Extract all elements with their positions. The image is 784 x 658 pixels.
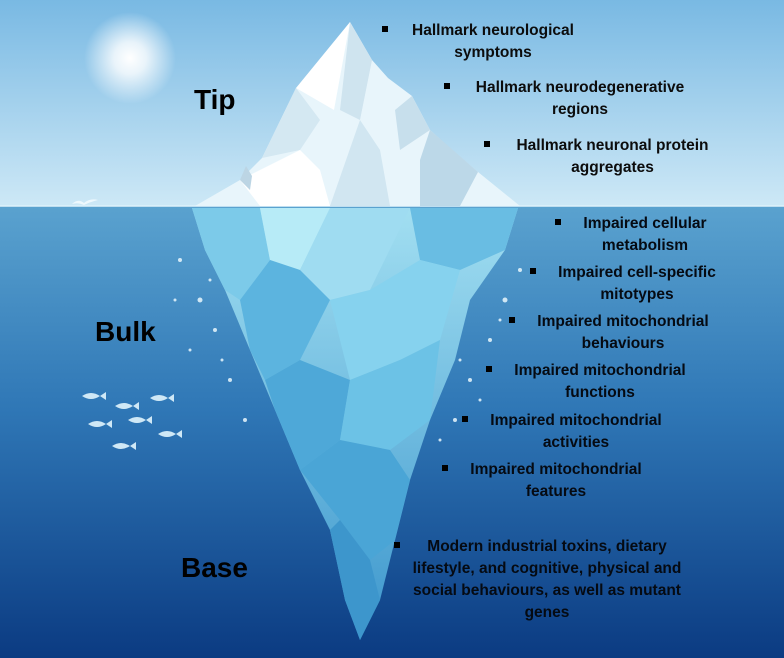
tip-item: Hallmark neurological symptoms xyxy=(408,20,578,64)
bullet-marker xyxy=(530,268,536,274)
bulk-item: Impaired mitochondrial behaviours xyxy=(533,311,713,355)
bullet-marker xyxy=(555,219,561,225)
section-label-base: Base xyxy=(181,552,248,584)
bullet-marker xyxy=(394,542,400,548)
bullet-marker xyxy=(486,366,492,372)
section-label-bulk: Bulk xyxy=(95,316,156,348)
base-item: Modern industrial toxins, dietary lifest… xyxy=(402,536,692,624)
tip-item: Hallmark neuronal protein aggregates xyxy=(510,135,715,179)
bulk-item: Impaired mitochondrial features xyxy=(466,459,646,503)
tip-item: Hallmark neurodegenerative regions xyxy=(470,77,690,121)
bullet-marker xyxy=(462,416,468,422)
section-label-tip: Tip xyxy=(194,84,235,116)
sun-icon xyxy=(84,12,176,104)
bulk-item: Impaired mitochondrial functions xyxy=(510,360,690,404)
bullet-marker xyxy=(484,141,490,147)
bullet-marker xyxy=(382,26,388,32)
bulk-item: Impaired mitochondrial activities xyxy=(486,410,666,454)
bullet-marker xyxy=(442,465,448,471)
bullet-marker xyxy=(444,83,450,89)
bulk-item: Impaired cell-specific mitotypes xyxy=(552,262,722,306)
bullet-marker xyxy=(509,317,515,323)
bulk-item: Impaired cellular metabolism xyxy=(575,213,715,257)
